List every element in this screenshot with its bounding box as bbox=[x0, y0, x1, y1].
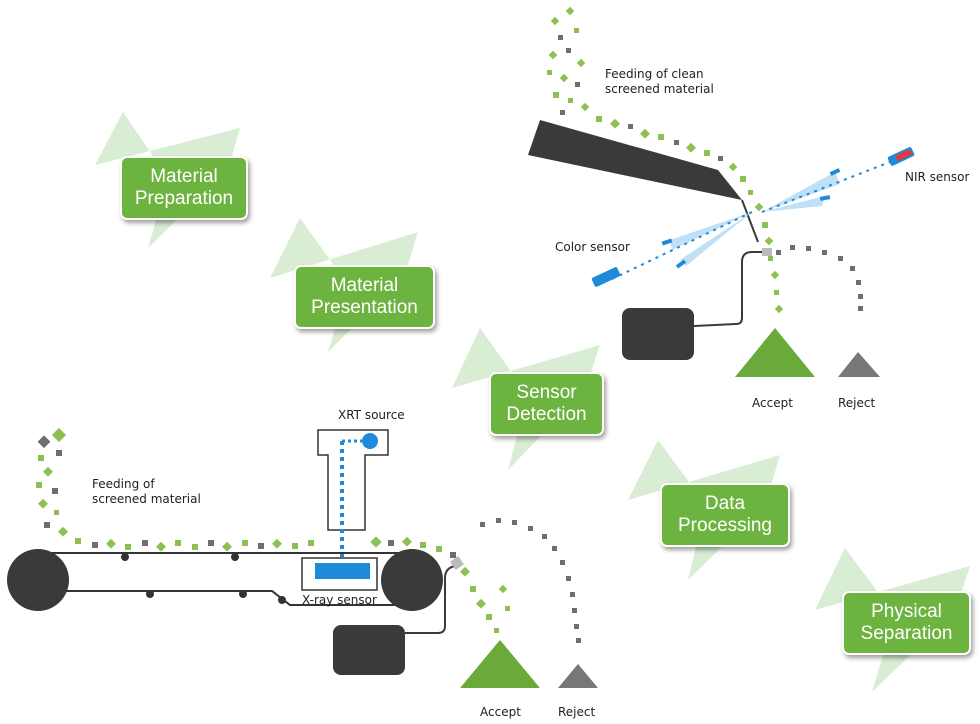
xrt-ejector-cable bbox=[405, 563, 463, 634]
optical-accept-pile bbox=[735, 328, 815, 377]
optical-accept-stream bbox=[762, 222, 784, 314]
xrt-sorter bbox=[7, 427, 598, 688]
nir-sensor-beams bbox=[761, 147, 915, 213]
xrt-source-label: XRT source bbox=[338, 408, 405, 422]
optical-ejector-valve bbox=[762, 248, 772, 256]
flow-arrow-2 bbox=[270, 218, 418, 352]
step-label-line1: Material bbox=[330, 275, 399, 296]
xrt-ejector-valve bbox=[450, 556, 464, 570]
step-label-line2: Detection bbox=[506, 404, 587, 425]
color-sensor-beams bbox=[591, 211, 753, 287]
xrt-feed-label: Feeding of screened material bbox=[92, 477, 201, 507]
xray-sensor-housing bbox=[301, 557, 378, 591]
flow-arrow-5 bbox=[815, 548, 970, 692]
xrt-feed-label-line2: screened material bbox=[92, 492, 201, 506]
xrt-ejector-box bbox=[333, 625, 405, 675]
head-pulley bbox=[7, 549, 69, 611]
optical-reject-label: Reject bbox=[838, 396, 876, 410]
xray-sensor-icon bbox=[315, 563, 370, 579]
step-label-line2: Separation bbox=[860, 623, 953, 644]
optical-reject-pile bbox=[838, 352, 880, 377]
optical-ejector-cable bbox=[693, 251, 770, 327]
feed-chute bbox=[528, 120, 742, 200]
step-label-line2: Preparation bbox=[134, 188, 234, 209]
xrt-source-icon bbox=[362, 433, 378, 449]
color-sensor-icon bbox=[591, 267, 621, 287]
optical-accept-label: Accept bbox=[752, 396, 793, 410]
xrt-feed-label-line1: Feeding of bbox=[92, 477, 155, 491]
nir-sensor-icon bbox=[887, 147, 915, 166]
xrt-reject-label: Reject bbox=[558, 705, 596, 719]
chute-drop-line bbox=[741, 199, 759, 243]
flow-arrow-3 bbox=[452, 328, 600, 470]
step-label-line2: Processing bbox=[678, 515, 772, 536]
step-label-line1: Data bbox=[704, 493, 746, 514]
conveyor-belt bbox=[7, 549, 443, 611]
xrt-accept-label: Accept bbox=[480, 705, 521, 719]
flow-arrow-4 bbox=[628, 440, 780, 580]
xrt-feed-particles bbox=[36, 427, 456, 558]
xrt-accept-pile bbox=[460, 640, 540, 688]
xrt-reject-stream bbox=[480, 518, 581, 643]
nir-sensor-label: NIR sensor bbox=[905, 170, 970, 184]
xrt-source-housing bbox=[317, 429, 389, 565]
color-sensor-label: Color sensor bbox=[555, 240, 630, 254]
optical-feed-label-line1: Feeding of clean bbox=[605, 67, 704, 81]
xrt-reject-pile bbox=[558, 664, 598, 688]
optical-feed-label: Feeding of clean screened material bbox=[605, 67, 714, 97]
tail-pulley bbox=[381, 549, 443, 611]
xray-sensor-label: X-ray sensor bbox=[302, 593, 377, 607]
step-label-line2: Presentation bbox=[311, 297, 418, 318]
step-label-line1: Material bbox=[150, 166, 218, 187]
optical-sorter bbox=[528, 6, 915, 377]
optical-ejector-box bbox=[622, 308, 694, 360]
step-label-line1: Physical bbox=[871, 601, 942, 622]
optical-reject-stream bbox=[776, 245, 863, 311]
step-label-line1: Sensor bbox=[516, 382, 577, 403]
xrt-accept-stream bbox=[460, 566, 510, 633]
optical-feed-label-line2: screened material bbox=[605, 82, 714, 96]
